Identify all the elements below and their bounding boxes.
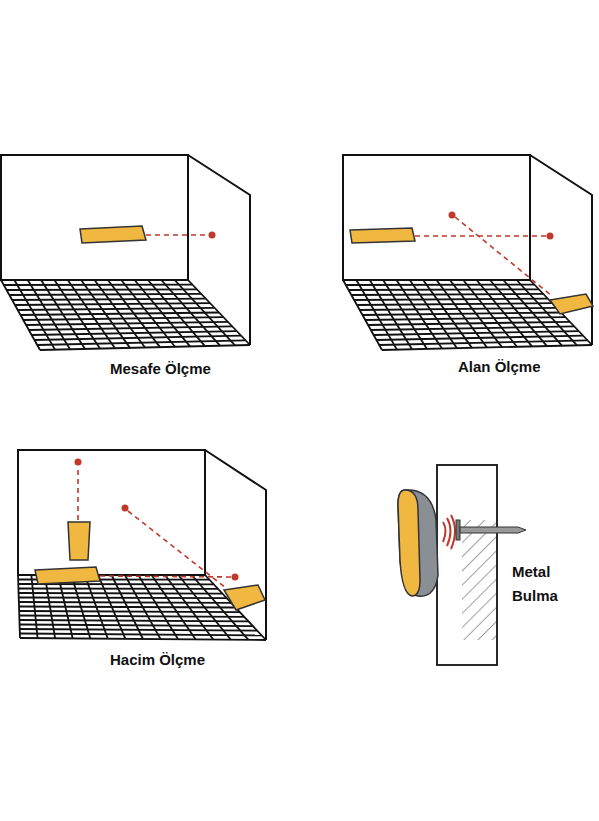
caption-label: Hacim Ölçme (110, 648, 250, 672)
caption-label: Mesafe Ölçme (110, 357, 250, 381)
laser-meter (80, 226, 216, 243)
caption-label: Alan Ölçme (458, 355, 578, 379)
laser-meter (350, 212, 593, 315)
metal-detector (398, 465, 526, 665)
laser-meter (35, 459, 265, 611)
caption-label: Metal Bulma (512, 560, 582, 608)
